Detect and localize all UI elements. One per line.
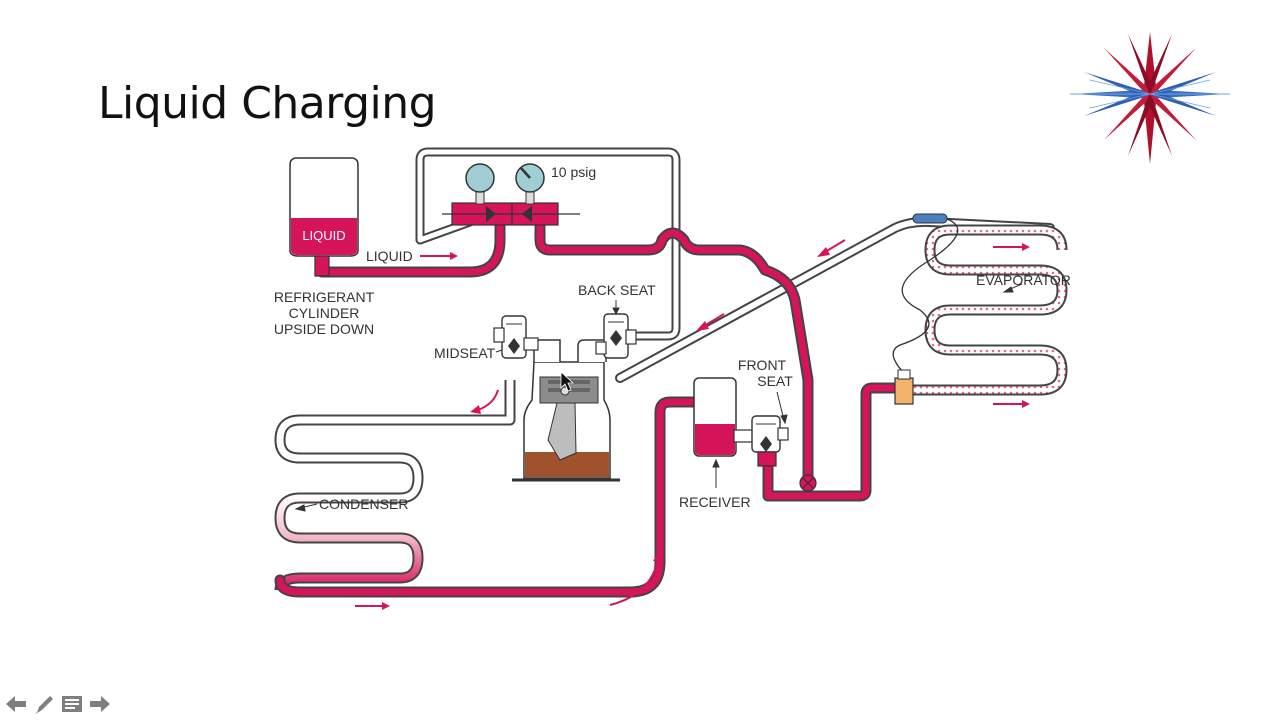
- cylinder-label-line3: UPSIDE DOWN: [274, 321, 374, 337]
- condenser-coil: [274, 380, 516, 591]
- menu-icon: [62, 696, 82, 712]
- receiver: [693, 377, 755, 457]
- arrow-right-icon: [90, 696, 110, 712]
- midseat-label: MIDSEAT: [434, 345, 496, 361]
- discharge-service-valve: [493, 315, 539, 359]
- cylinder-label-line1: REFRIGERANT: [274, 289, 375, 305]
- refrigerant-cylinder: LIQUID: [289, 157, 359, 277]
- compressor: [512, 339, 620, 482]
- slideshow-controls: [4, 692, 112, 716]
- pointer-lines: [294, 283, 1023, 512]
- flow-arrows: [355, 239, 1030, 610]
- next-slide-button[interactable]: [88, 692, 112, 716]
- slide-title: Liquid Charging: [98, 78, 437, 129]
- receiver-label: RECEIVER: [679, 494, 751, 510]
- liquid-line-label: LIQUID: [366, 248, 413, 264]
- condenser-label: CONDENSER: [319, 496, 408, 512]
- back-seat-label: BACK SEAT: [578, 282, 656, 298]
- cylinder-label-line2: CYLINDER: [289, 305, 360, 321]
- pressure-label: 10 psig: [551, 164, 596, 180]
- pen-icon: [35, 696, 53, 714]
- evaporator-coil: [905, 224, 1068, 396]
- pen-tool-button[interactable]: [32, 692, 56, 716]
- low-side-gauge-icon: [465, 163, 495, 193]
- slide-menu-button[interactable]: [60, 692, 84, 716]
- star-logo: [1070, 32, 1230, 164]
- cylinder-liquid-label: LIQUID: [302, 228, 345, 243]
- sensing-bulb: [892, 213, 959, 373]
- front-seat-label-line1: FRONT: [738, 357, 787, 373]
- suction-service-valve: [595, 313, 637, 359]
- evaporator-label: EVAPORATOR: [976, 272, 1071, 288]
- manifold-hose-loop: [415, 147, 681, 341]
- front-seat-label-line2: SEAT: [757, 373, 793, 389]
- liquid-line-valve: [799, 474, 817, 492]
- liquid-lines: [274, 214, 902, 598]
- previous-slide-button[interactable]: [4, 692, 28, 716]
- gauge-manifold: [442, 163, 580, 226]
- expansion-valve: [894, 369, 914, 405]
- mouse-cursor-icon: [560, 371, 575, 392]
- arrow-left-icon: [6, 696, 26, 712]
- king-valve: [751, 415, 789, 467]
